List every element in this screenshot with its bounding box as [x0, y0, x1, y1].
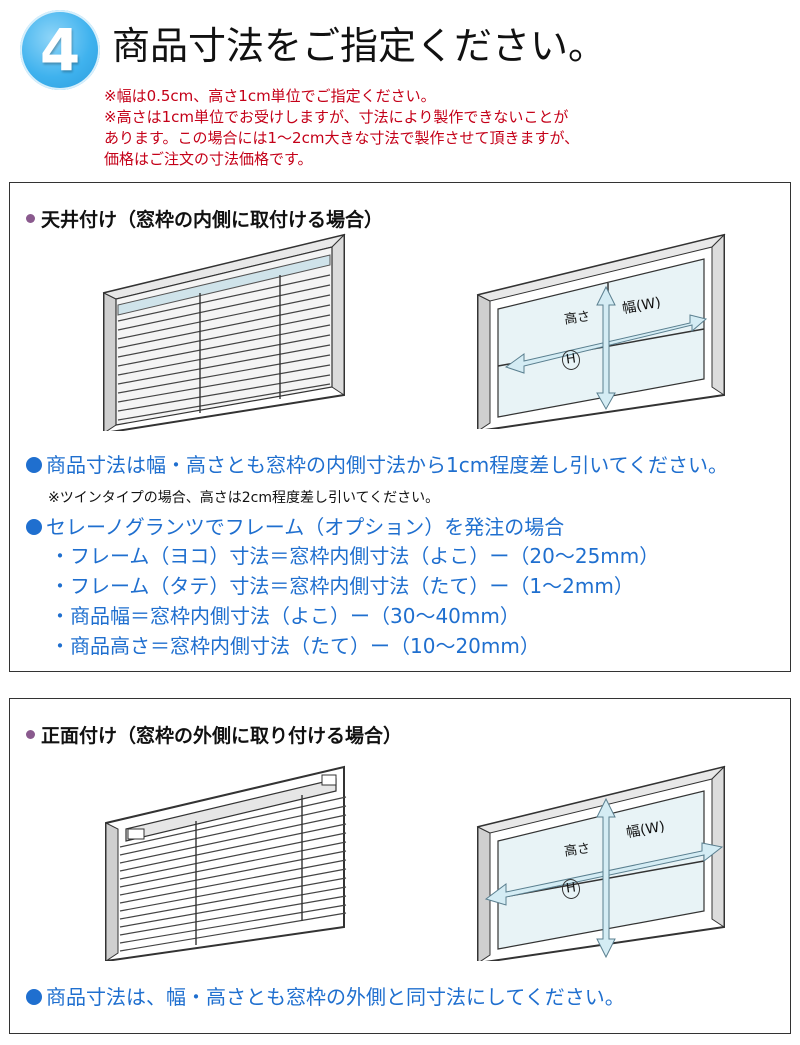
bullet-dot-icon [26, 214, 35, 223]
note-line: ※幅は0.5cm、高さ1cm単位でご指定ください。 [104, 87, 436, 105]
frame-option-item: ・商品高さ＝窓枠内側寸法（たて）ー（10～20mm） [50, 634, 540, 658]
section-title: 正面付け（窓枠の外側に取り付ける場合） [26, 721, 402, 748]
frame-option-item: ・商品幅＝窓枠内側寸法（よこ）ー（30～40mm） [50, 604, 520, 628]
bullet-icon [26, 518, 42, 535]
inside-mount-main-note: 商品寸法は幅・高さとも窓枠の内側寸法から1cm程度差し引いてください。 [26, 451, 728, 479]
inside-mount-blind-illustration [102, 233, 346, 431]
section-front-mount: 正面付け（窓枠の外側に取り付ける場合） [9, 698, 791, 1034]
height-label: 高さ [563, 841, 592, 860]
bullet-dot-icon [26, 730, 35, 739]
outside-mount-main-note: 商品寸法は、幅・高さとも窓枠の外側と同寸法にしてください。 [26, 983, 625, 1011]
section-title: 天井付け（窓枠の内側に取付ける場合） [26, 205, 383, 232]
bullet-icon [26, 456, 42, 473]
page-title: 商品寸法をご指定ください。 [112, 24, 607, 68]
twin-type-note: ※ツインタイプの場合、高さは2cm程度差し引いてください。 [48, 490, 440, 506]
outside-mount-blind-illustration [105, 765, 347, 961]
note-line: ※高さは1cm単位でお受けしますが、寸法により製作できないことが [104, 108, 569, 126]
step-badge: 4 [20, 10, 100, 90]
note-line: あります。この場合には1～2cm大きな寸法で製作させて頂きますが、 [104, 129, 580, 147]
note-line: 価格はご注文の寸法価格です。 [104, 150, 313, 168]
height-label: 高さ [563, 309, 592, 328]
section-ceiling-mount: 天井付け（窓枠の内側に取付ける場合） [9, 182, 791, 672]
frame-option-heading: セレーノグランツでフレーム（オプション）を発注の場合 [26, 513, 564, 541]
order-notes: ※幅は0.5cm、高さ1cm単位でご指定ください。 ※高さは1cm単位でお受けし… [104, 86, 579, 170]
bullet-icon [26, 988, 42, 1005]
inside-mount-dimension-diagram [476, 233, 726, 429]
frame-option-item: ・フレーム（タテ）寸法＝窓枠内側寸法（たて）ー（1～2mm） [50, 574, 634, 598]
outside-mount-dimension-diagram [476, 765, 726, 961]
step-number: 4 [39, 16, 81, 84]
frame-option-list: ・フレーム（ヨコ）寸法＝窓枠内側寸法（よこ）ー（20～25mm） ・フレーム（タ… [50, 541, 659, 661]
frame-option-item: ・フレーム（ヨコ）寸法＝窓枠内側寸法（よこ）ー（20～25mm） [50, 544, 660, 568]
